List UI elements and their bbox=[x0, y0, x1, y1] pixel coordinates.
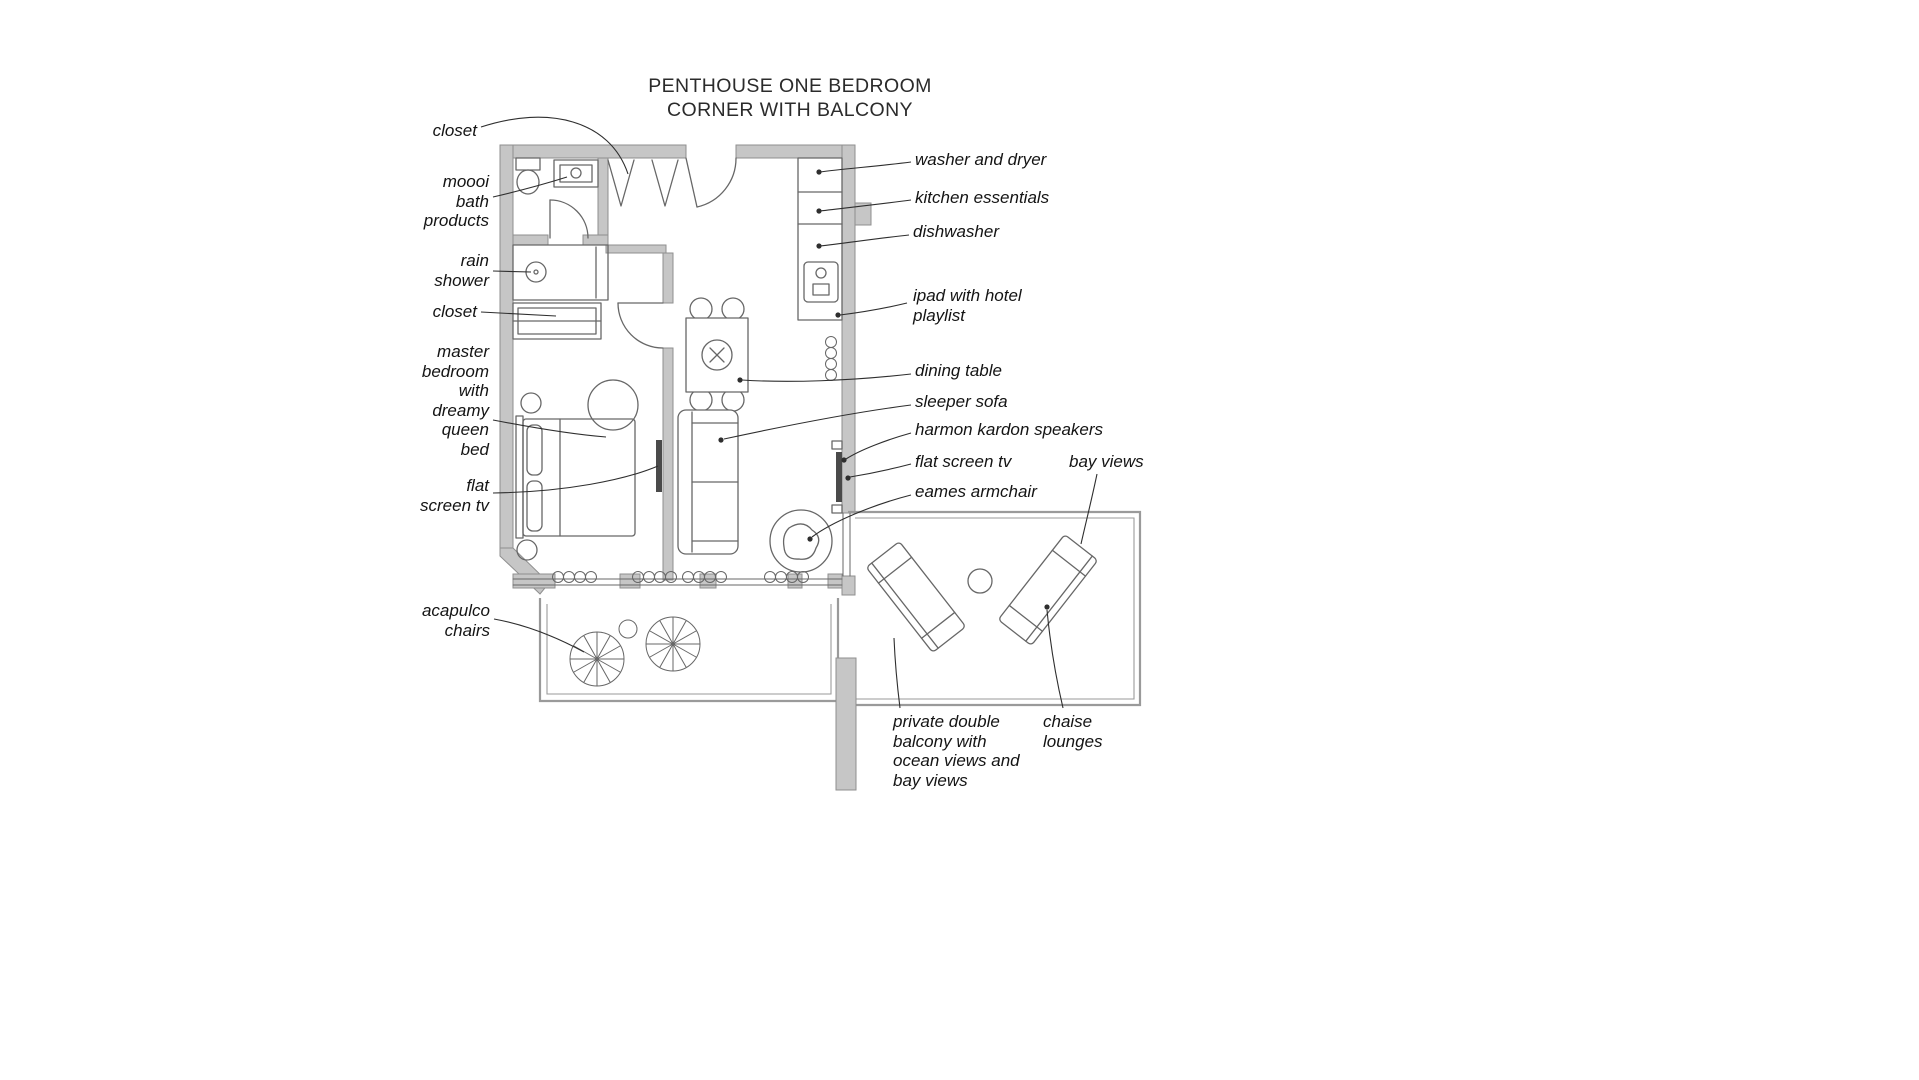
label-dining-table: dining table bbox=[915, 361, 1002, 380]
leader-lines bbox=[480, 116, 1098, 709]
label-chaise-lounges: chaise lounges bbox=[1043, 712, 1103, 751]
label-sleeper-sofa: sleeper sofa bbox=[915, 392, 1008, 411]
page-title: PENTHOUSE ONE BEDROOM CORNER WITH BALCON… bbox=[590, 75, 990, 122]
page-title-line2: CORNER WITH BALCONY bbox=[667, 98, 913, 121]
column bbox=[835, 657, 857, 791]
kitchen-counter bbox=[797, 157, 843, 321]
label-flat-screen-tv-living: flat screen tv bbox=[915, 452, 1012, 471]
speaker-top bbox=[831, 440, 843, 450]
bathroom-fixtures bbox=[512, 157, 609, 340]
label-harmon-kardon: harmon kardon speakers bbox=[915, 420, 1104, 439]
media-wall bbox=[831, 440, 843, 514]
door-swings bbox=[549, 157, 737, 349]
dining-set bbox=[685, 297, 749, 412]
label-ipad-hotel-playlist: ipad with hotel playlist bbox=[913, 286, 1022, 325]
label-rain-shower: rain shower bbox=[434, 251, 489, 290]
label-master-bedroom: master bedroom with dreamy queen bed bbox=[421, 342, 489, 459]
label-washer-dryer: washer and dryer bbox=[915, 150, 1047, 169]
label-private-balcony: private double balcony with ocean views … bbox=[893, 712, 1020, 790]
acapulco-chairs-drawing bbox=[569, 616, 701, 687]
sleeper-sofa bbox=[677, 409, 739, 555]
label-kitchen-essentials: kitchen essentials bbox=[915, 188, 1050, 207]
bedroom-tv bbox=[656, 440, 662, 492]
chaise-lounges-drawing bbox=[867, 535, 1097, 652]
label-flat-screen-tv-bedroom: flat screen tv bbox=[420, 476, 489, 515]
eames-chair bbox=[769, 509, 833, 573]
drapery-coils bbox=[552, 336, 837, 583]
living-tv bbox=[836, 452, 842, 502]
label-closet-top: closet bbox=[432, 121, 477, 140]
label-acapulco-chairs: acapulco chairs bbox=[421, 601, 490, 640]
label-moooi-bath-products: moooi bath products bbox=[423, 172, 489, 231]
page-title-line1: PENTHOUSE ONE BEDROOM bbox=[648, 75, 932, 97]
label-bay-views: bay views bbox=[1069, 452, 1144, 471]
label-closet-mid: closet bbox=[432, 302, 477, 321]
label-dishwasher: dishwasher bbox=[913, 222, 999, 241]
speaker-bottom bbox=[831, 504, 843, 514]
label-eames-armchair: eames armchair bbox=[915, 482, 1037, 501]
bed bbox=[515, 379, 639, 561]
balcony-rails bbox=[538, 510, 1142, 707]
